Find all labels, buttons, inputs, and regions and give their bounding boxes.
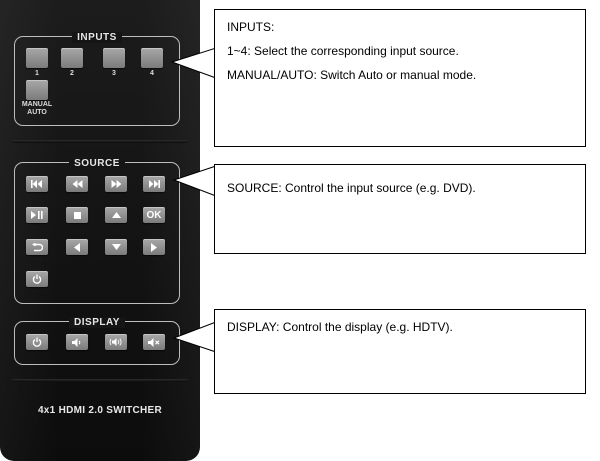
fast-forward-icon [111,180,121,188]
volume-down-icon [71,337,80,347]
manual-auto-label-1: MANUAL [21,101,53,108]
inputs-group: INPUTS [14,32,180,126]
stop-button[interactable] [66,207,88,223]
display-callout: DISPLAY: Control the display (e.g. HDTV)… [214,309,586,394]
manual-auto-label-2: AUTO [27,109,47,116]
down-button[interactable] [105,239,127,255]
input-1-button[interactable] [26,48,48,68]
input-3-label: 3 [112,70,116,77]
left-button[interactable] [66,239,88,255]
input-2-label: 2 [70,70,74,77]
remote-control: INPUTS 1 2 3 4 MANUAL AUTO SOURCE OK [0,0,200,461]
play-pause-icon [31,211,43,219]
inputs-callout-line-2: 1~4: Select the corresponding input sour… [227,44,459,58]
ok-button[interactable]: OK [143,207,165,223]
source-callout-line-1: SOURCE: Control the input source (e.g. D… [227,181,476,195]
power-icon [32,274,42,284]
display-callout-line-1: DISPLAY: Control the display (e.g. HDTV)… [227,320,453,334]
rewind-button[interactable] [66,176,88,192]
stop-icon [73,211,81,219]
mute-button[interactable] [143,334,165,350]
up-button[interactable] [105,207,127,223]
right-button[interactable] [143,239,165,255]
volume-up-button[interactable] [105,334,127,350]
mute-icon [148,337,160,347]
source-callout: SOURCE: Control the input source (e.g. D… [214,164,586,254]
source-power-button[interactable] [26,271,48,287]
right-arrow-icon [151,242,157,252]
manual-auto-button[interactable] [26,80,48,100]
input-4-button[interactable] [141,48,163,68]
inputs-callout-line-3: MANUAL/AUTO: Switch Auto or manual mode. [227,68,477,82]
rewind-icon [72,180,82,188]
display-power-button[interactable] [26,334,48,350]
up-arrow-icon [111,212,121,218]
divider [12,140,188,143]
left-arrow-icon [74,242,80,252]
fast-forward-button[interactable] [105,176,127,192]
return-button[interactable] [26,239,48,255]
input-4-label: 4 [150,70,154,77]
input-1-label: 1 [35,70,39,77]
power-icon [32,337,42,347]
skip-back-icon [31,180,42,188]
source-group: SOURCE [14,158,180,304]
play-pause-button[interactable] [26,207,48,223]
source-group-title: SOURCE [69,158,125,169]
skip-back-button[interactable] [26,176,48,192]
input-3-button[interactable] [103,48,125,68]
down-arrow-icon [111,244,121,250]
inputs-callout: INPUTS: 1~4: Select the corresponding in… [214,9,586,147]
display-group-title: DISPLAY [69,317,125,328]
return-icon [31,242,43,251]
skip-forward-button[interactable] [143,176,165,192]
input-2-button[interactable] [61,48,83,68]
ok-label: OK [146,209,162,221]
model-name: 4x1 HDMI 2.0 SWITCHER [37,405,163,416]
inputs-callout-line-1: INPUTS: [227,20,275,34]
volume-up-icon [109,338,122,346]
volume-down-button[interactable] [66,334,88,350]
divider [12,379,188,382]
inputs-group-title: INPUTS [72,32,122,43]
skip-forward-icon [149,180,160,188]
